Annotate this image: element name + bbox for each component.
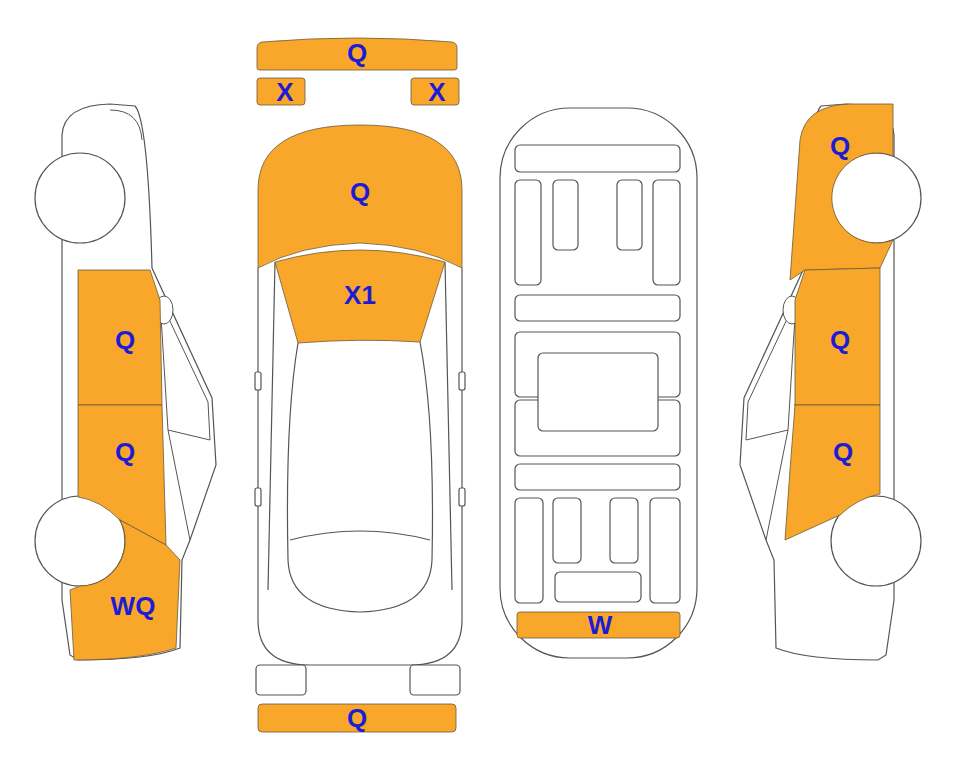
panel-outline xyxy=(411,78,459,105)
panel-outline xyxy=(78,270,162,405)
damage-panel: X xyxy=(255,76,307,107)
damage-panel: Q xyxy=(783,403,883,543)
panel-shape xyxy=(786,101,896,273)
damage-code: Q xyxy=(833,439,853,465)
panel-outline xyxy=(795,268,880,405)
damage-code: Q xyxy=(347,705,367,731)
damage-code: Q xyxy=(830,133,850,159)
panel-outline xyxy=(70,520,180,660)
panel-outline xyxy=(790,104,893,280)
panel-outline xyxy=(257,38,457,70)
damage-code: Q xyxy=(115,439,135,465)
damage-code: X1 xyxy=(344,282,376,308)
panel-outline xyxy=(258,704,456,732)
damage-code: Q xyxy=(830,327,850,353)
damage-code: W xyxy=(588,612,613,638)
damage-panel: Q xyxy=(76,266,168,408)
right-side-view xyxy=(740,104,921,660)
damage-panel: Q xyxy=(256,702,459,734)
damage-panel: Q xyxy=(256,123,464,270)
damage-code: X xyxy=(428,79,445,105)
damage-panel: WQ xyxy=(66,515,184,663)
damage-panel: X1 xyxy=(273,236,447,346)
damage-code: WQ xyxy=(111,593,156,619)
damage-panel: W xyxy=(515,610,682,640)
panel-shape xyxy=(783,403,883,543)
left-side-view xyxy=(35,104,216,660)
damage-panel: Q xyxy=(256,34,459,72)
panel-outline xyxy=(785,405,880,540)
damage-panel: Q xyxy=(786,101,896,273)
panel-outline xyxy=(275,250,445,343)
damage-panel: Q xyxy=(793,266,883,408)
damage-code: Q xyxy=(347,40,367,66)
panel-shape xyxy=(66,515,184,663)
damage-code: Q xyxy=(115,327,135,353)
underside-view xyxy=(500,108,697,658)
damage-panel: X xyxy=(409,76,461,107)
panel-outline xyxy=(517,612,680,638)
damage-code: Q xyxy=(350,179,370,205)
panel-outline xyxy=(257,78,305,105)
panel-outline xyxy=(258,125,462,268)
damage-code: X xyxy=(276,79,293,105)
